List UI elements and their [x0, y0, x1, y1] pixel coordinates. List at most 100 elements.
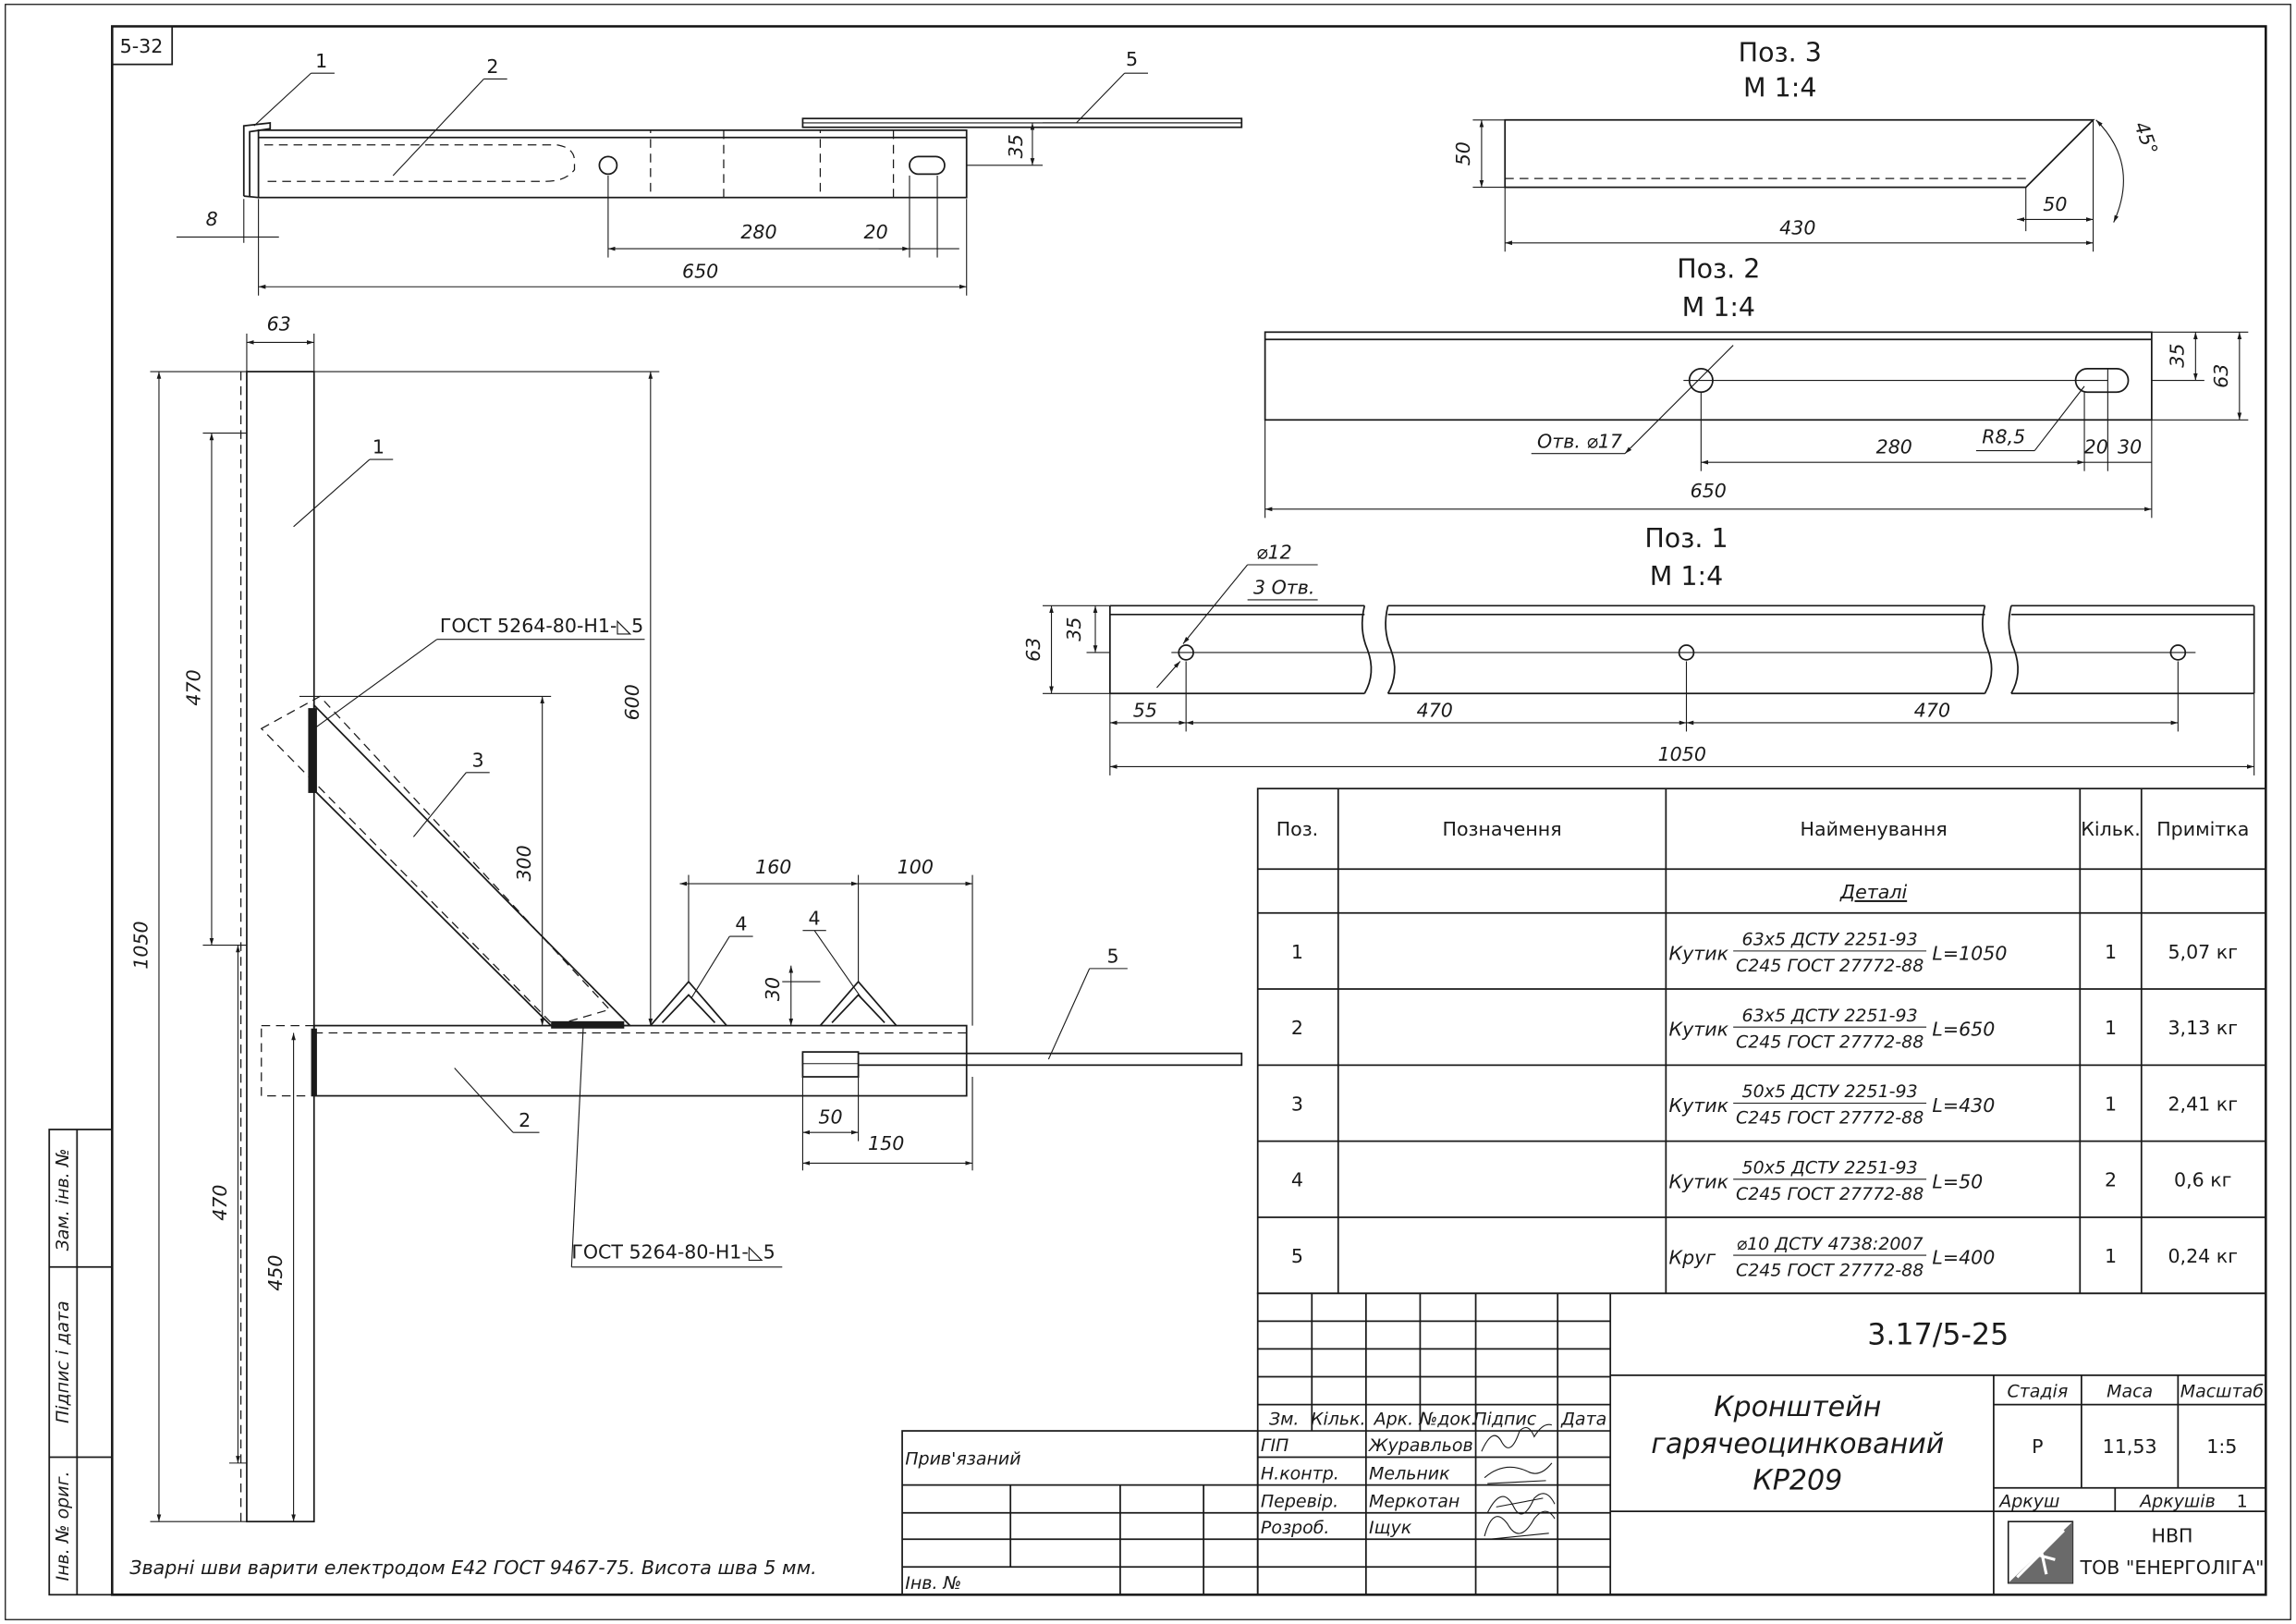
main-dim-100: 100 — [898, 856, 934, 878]
main-dim-470-top: 470 — [182, 669, 204, 705]
spec-header-designation: Позначення — [1443, 818, 1562, 840]
signature-2 — [1484, 1462, 1553, 1484]
drawing-frame: 5-32 — [5, 4, 2291, 1620]
spec-header-note: Примітка — [2156, 818, 2249, 840]
tb-header-ndok: №док. — [1418, 1410, 1476, 1430]
poz2-dim-650: 650 — [1691, 480, 1727, 502]
tb-scale-value: 1:5 — [2206, 1435, 2237, 1458]
tb-name-line3: КР209 — [1753, 1464, 1842, 1496]
tb-mass-label: Маса — [2107, 1382, 2153, 1402]
poz2-slot-label: R8,5 — [1982, 426, 2025, 448]
poz3-dim-45: 45° — [2130, 118, 2162, 157]
spec-row-note: 0,6 кг — [2174, 1169, 2231, 1191]
tb-header-ark: Арк. — [1373, 1410, 1414, 1430]
main-callout-4b: 4 — [809, 907, 821, 929]
poz2-hole-label: Отв. ⌀17 — [1537, 430, 1622, 452]
main-callout-4a: 4 — [735, 913, 747, 935]
tb-header-pidpys: Підпис — [1473, 1410, 1536, 1430]
poz3-dim-50-left: 50 — [1452, 141, 1474, 165]
spec-header-name: Найменування — [1801, 818, 1948, 840]
spec-row-length: L=400 — [1932, 1247, 1995, 1269]
tb-role-perevir: Перевір. — [1261, 1491, 1338, 1511]
spec-row-note: 0,24 кг — [2168, 1245, 2238, 1267]
spec-row-note: 3,13 кг — [2168, 1017, 2238, 1039]
spec-row-profile: ⌀10 ДСТУ 4738:2007 — [1737, 1234, 1924, 1254]
spec-row-note: 2,41 кг — [2168, 1093, 2238, 1115]
side-strip: Зам. інв. № Підпис і дата Інв. № ориг. — [48, 1129, 114, 1596]
main-callout-3: 3 — [471, 749, 483, 771]
weld-note-lower: ГОСТ 5264-80-Н1-◺5 — [571, 1240, 775, 1263]
main-callout-1: 1 — [372, 436, 385, 458]
spec-row-prefix: Круг — [1669, 1247, 1716, 1269]
top-callout-5: 5 — [1126, 48, 1138, 70]
spec-row-pos: 3 — [1291, 1093, 1303, 1115]
spec-row-length: L=430 — [1932, 1094, 1995, 1117]
spec-row-prefix: Кутик — [1669, 1019, 1729, 1041]
top-callout-2: 2 — [486, 55, 498, 78]
detail-poz1: Поз. 1 М 1:4 35 63 55 470 470 — [1022, 523, 2255, 775]
spec-row-profile: 63х5 ДСТУ 2251-93 — [1742, 930, 1918, 950]
weld-note-upper: ГОСТ 5264-80-Н1-◺5 — [440, 615, 643, 637]
spec-row-qty: 1 — [2105, 941, 2117, 963]
tb-header-data: Дата — [1560, 1410, 1606, 1430]
main-dim-160: 160 — [755, 856, 791, 878]
main-view: 63 1050 470 470 450 600 300 160 100 30 — [129, 313, 1243, 1523]
top-view: 8 280 20 650 35 1 2 5 — [176, 48, 1243, 296]
tb-header-kilk: Кільк. — [1311, 1410, 1366, 1430]
tb-role-nkontr: Н.контр. — [1261, 1463, 1339, 1484]
poz2-dim-280: 280 — [1876, 436, 1912, 458]
main-dim-600: 600 — [621, 684, 643, 720]
main-dim-470-bottom: 470 — [209, 1185, 231, 1221]
spec-table: Поз. Позначення Найменування Кільк. Прим… — [1256, 788, 2267, 1295]
poz1-hole-count: 3 Отв. — [1253, 577, 1314, 599]
spec-row-pos: 5 — [1291, 1245, 1303, 1267]
top-dim-8: 8 — [206, 208, 218, 230]
weld-note: Зварні шви варити електродом Е42 ГОСТ 94… — [129, 1557, 816, 1579]
spec-row-pos: 1 — [1291, 941, 1303, 963]
spec-row-steel: С245 ГОСТ 27772-88 — [1736, 956, 1924, 976]
tb-name-perevir: Меркотан — [1369, 1491, 1459, 1511]
poz2-title: Поз. 2 — [1677, 254, 1760, 285]
poz2-dim-20: 20 — [2084, 436, 2108, 458]
poz2-scale: М 1:4 — [1682, 292, 1755, 323]
tb-company-line1: НВП — [2152, 1524, 2193, 1546]
inv-label: Інв. № — [905, 1573, 961, 1593]
poz1-hole-dia: ⌀12 — [1256, 542, 1292, 564]
spec-row-length: L=1050 — [1932, 942, 2007, 964]
tb-stage-label: Стадія — [2008, 1382, 2069, 1402]
side-label-inv-orig: Інв. № ориг. — [53, 1471, 73, 1581]
poz3-title: Поз. 3 — [1739, 37, 1822, 67]
bound-label: Прив'язаний — [905, 1448, 1020, 1469]
poz1-dim-470-b: 470 — [1914, 700, 1950, 722]
poz2-dim-30: 30 — [2118, 436, 2142, 458]
poz3-dim-50-bottom: 50 — [2043, 193, 2067, 215]
tb-company-line2: ТОВ "ЕНЕРГОЛІГА" — [2080, 1557, 2265, 1579]
poz1-dim-1050: 1050 — [1658, 743, 1706, 765]
top-dim-20: 20 — [863, 221, 887, 243]
spec-row-steel: С245 ГОСТ 27772-88 — [1736, 1108, 1924, 1129]
spec-row-profile: 63х5 ДСТУ 2251-93 — [1742, 1006, 1918, 1026]
spec-row-prefix: Кутик — [1669, 942, 1729, 964]
tb-scale-label: Масштаб — [2180, 1382, 2265, 1402]
poz1-dim-35: 35 — [1063, 617, 1085, 641]
poz1-scale: М 1:4 — [1650, 561, 1723, 592]
poz1-title: Поз. 1 — [1644, 523, 1728, 554]
tb-role-rozrob: Розроб. — [1261, 1518, 1330, 1538]
spec-row-qty: 1 — [2105, 1093, 2117, 1115]
spec-row-steel: С245 ГОСТ 27772-88 — [1736, 1260, 1924, 1280]
top-dim-35: 35 — [1005, 134, 1027, 158]
spec-row-length: L=650 — [1932, 1019, 1995, 1041]
main-dim-63: 63 — [267, 313, 291, 336]
poz1-dim-470-a: 470 — [1417, 700, 1453, 722]
tb-role-gip: ГІП — [1261, 1435, 1288, 1456]
main-dim-30: 30 — [762, 977, 784, 1001]
spec-header-qty: Кільк. — [2081, 818, 2141, 840]
spec-header-pos: Поз. — [1276, 818, 1319, 840]
signature-3 — [1486, 1493, 1556, 1515]
spec-row-profile: 50х5 ДСТУ 2251-93 — [1742, 1157, 1918, 1178]
main-dim-50: 50 — [818, 1106, 842, 1129]
main-dim-450: 450 — [264, 1254, 287, 1290]
top-callout-1: 1 — [315, 50, 327, 72]
sheet-code: 5-32 — [120, 35, 164, 57]
